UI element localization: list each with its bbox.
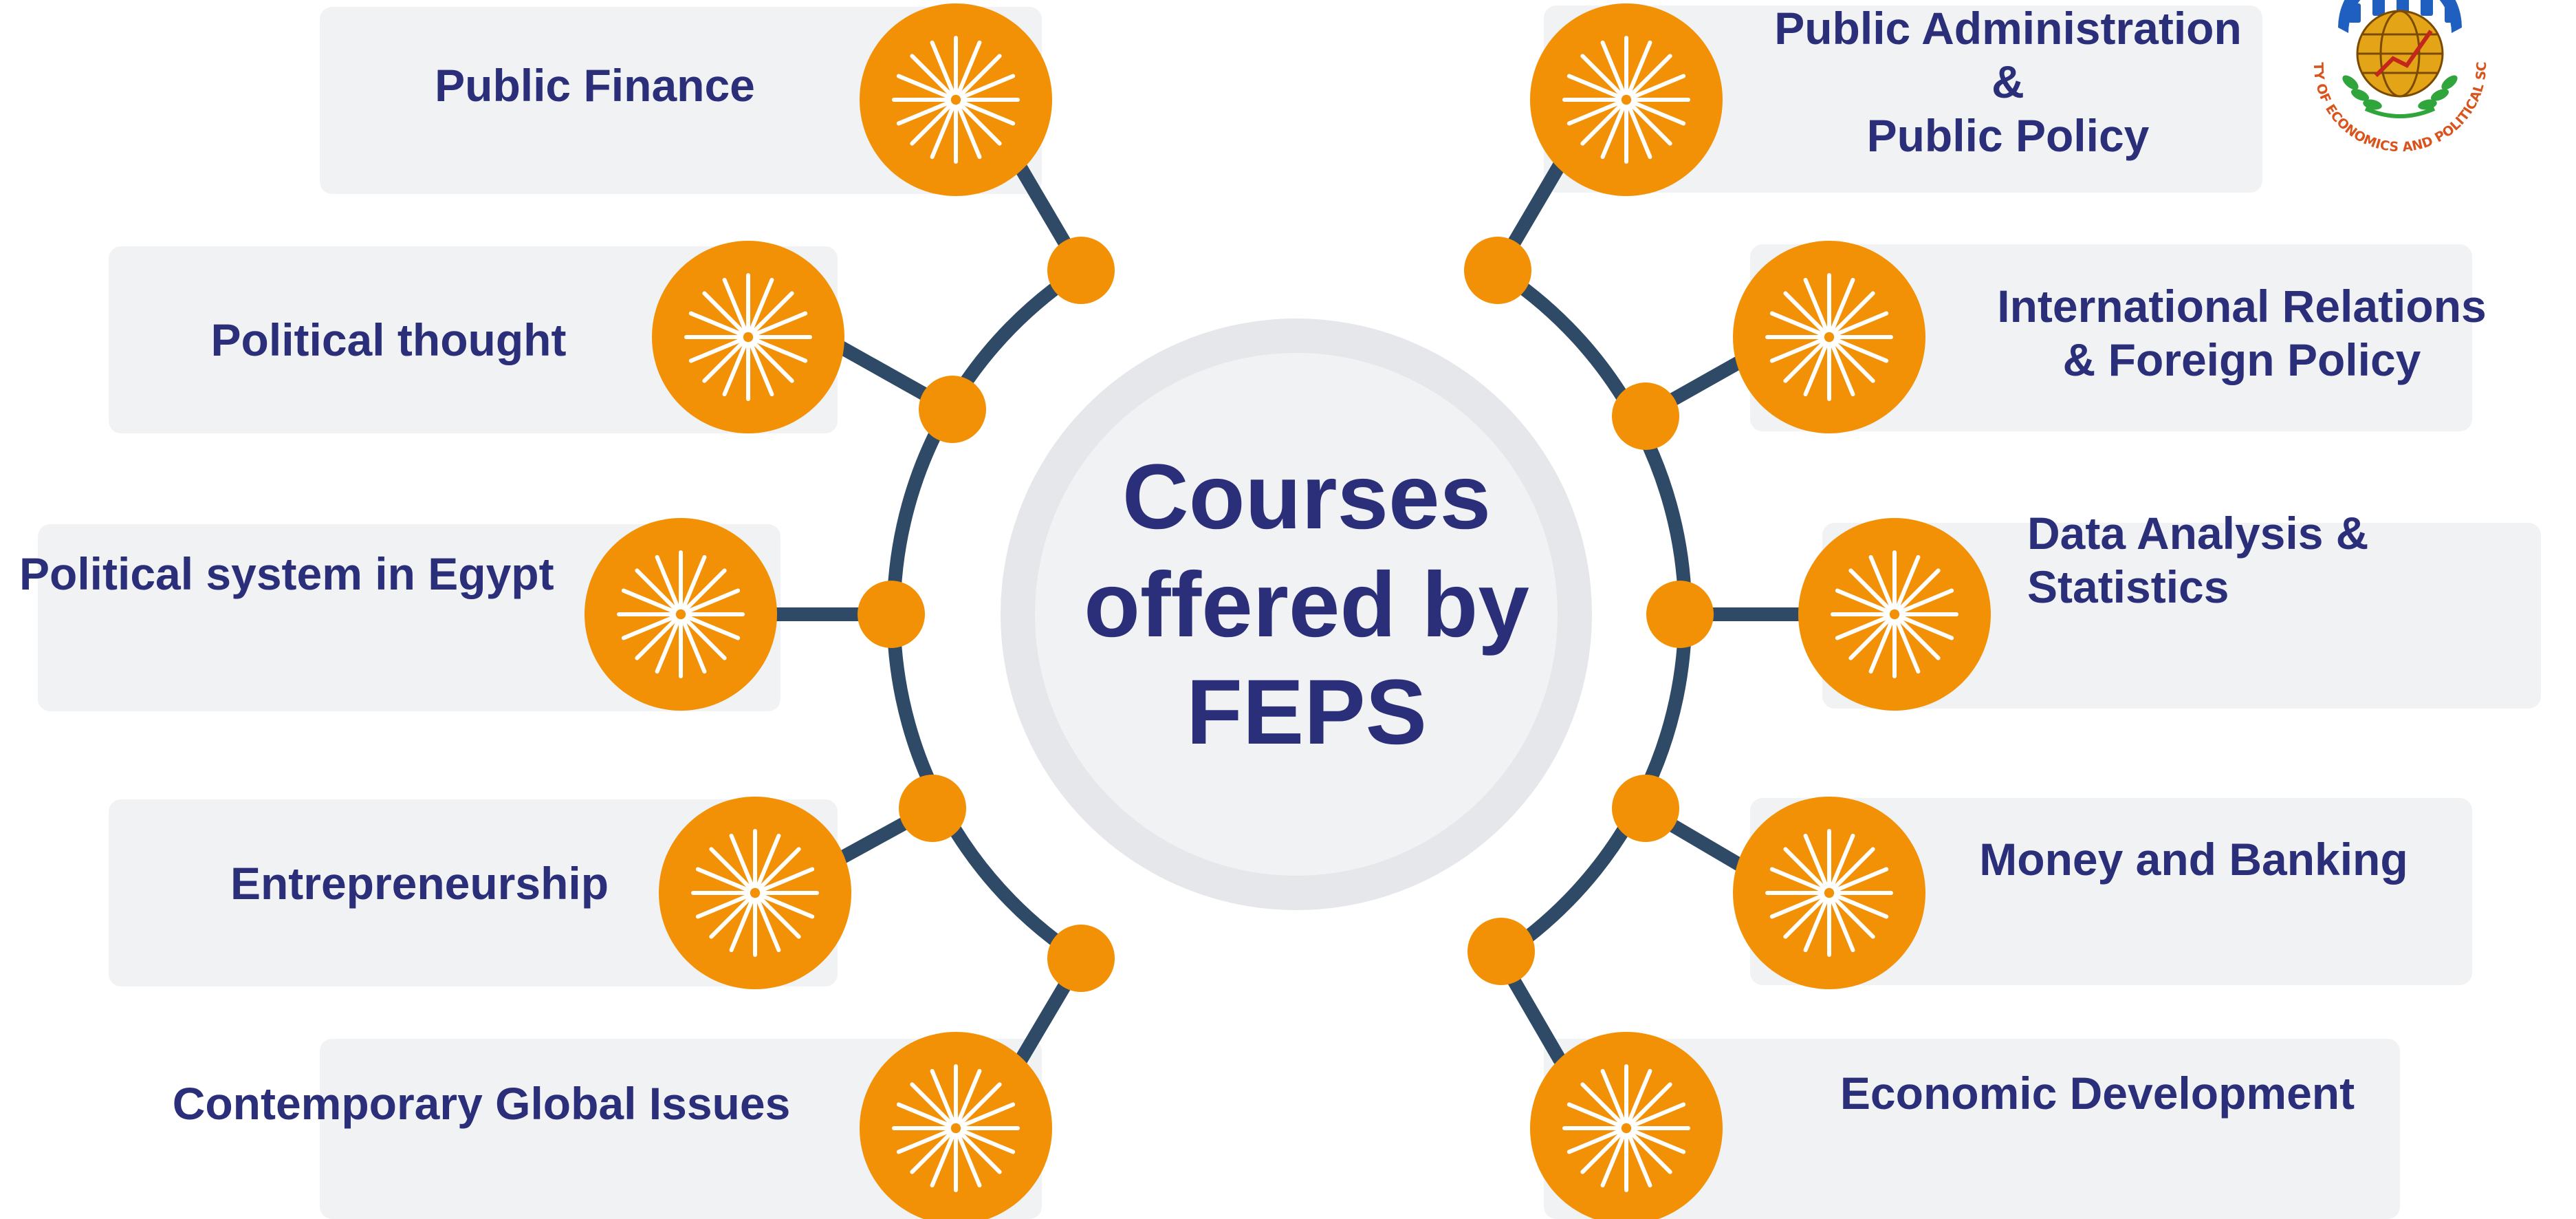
junction-dot: [899, 775, 966, 842]
sunburst-icon: [1765, 273, 1893, 401]
sunburst-icon: [1562, 1064, 1690, 1192]
junction-dot: [1612, 775, 1679, 842]
hub-inner: [1035, 353, 1558, 876]
course-node-circle: [1733, 241, 1925, 433]
node-contemporary-global-issues: [860, 1032, 1052, 1219]
sunburst-icon: [1562, 36, 1690, 164]
course-label-international-relations: International Relations & Foreign Policy: [1997, 281, 2487, 385]
course-label-public-administration: Public Administration & Public Policy: [1774, 3, 2242, 161]
sunburst-icon: [892, 36, 1020, 164]
junction-dot: [1047, 925, 1115, 992]
course-node-circle: [585, 518, 777, 711]
node-public-finance: [860, 3, 1052, 196]
junction-dot: [1464, 237, 1531, 304]
node-data-analysis: [1798, 518, 1991, 711]
course-node-circle: [652, 241, 844, 433]
node-economic-development: [1530, 1032, 1723, 1219]
sunburst-icon: [892, 1064, 1020, 1192]
junction-dot: [858, 581, 925, 648]
node-public-administration: [1530, 3, 1723, 196]
node-money-banking: [1733, 797, 1925, 989]
sunburst-icon: [691, 829, 819, 957]
course-label-public-finance: Public Finance: [435, 60, 755, 111]
sunburst-icon: [1831, 550, 1958, 678]
sunburst-icon: [1765, 829, 1893, 957]
course-label-contemporary-global-issues: Contemporary Global Issues: [172, 1078, 791, 1130]
junction-dot: [919, 376, 986, 443]
faculty-logo: FACULTY OF ECONOMICS AND POLITICAL SCIEN…: [2283, 0, 2489, 155]
course-node-circle: [1733, 797, 1925, 989]
course-label-political-thought: Political thought: [210, 314, 567, 366]
course-node-circle: [860, 3, 1052, 196]
course-node-circle: [659, 797, 851, 989]
node-entrepreneurship: [659, 797, 851, 989]
hub-title: Courses offered by FEPS: [1084, 445, 1529, 764]
sunburst-icon: [617, 550, 745, 678]
node-international-relations: [1733, 241, 1925, 433]
course-node-circle: [1530, 1032, 1723, 1219]
node-political-thought: [652, 241, 844, 433]
course-node-circle: [1530, 3, 1723, 196]
course-label-political-system-egypt: Political system in Egypt: [19, 548, 554, 600]
junction-dot: [1467, 918, 1535, 985]
course-label-data-analysis: Data Analysis & Statistics: [2027, 508, 2369, 612]
junction-dot: [1047, 237, 1115, 304]
course-node-circle: [860, 1032, 1052, 1219]
sunburst-icon: [684, 273, 812, 401]
course-label-entrepreneurship: Entrepreneurship: [230, 858, 609, 909]
junction-dot: [1646, 581, 1714, 648]
course-label-economic-development: Economic Development: [1840, 1068, 2355, 1119]
course-label-money-banking: Money and Banking: [1979, 834, 2408, 885]
course-node-circle: [1798, 518, 1991, 711]
node-political-system-egypt: [585, 518, 777, 711]
junction-dot: [1612, 382, 1679, 450]
